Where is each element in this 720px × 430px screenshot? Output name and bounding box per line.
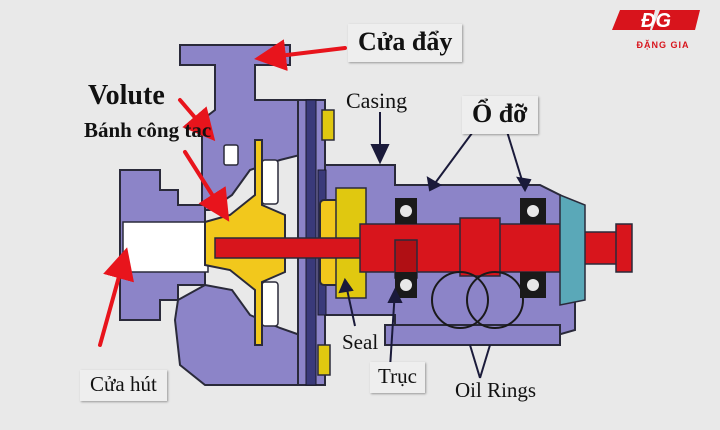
label-arrows xyxy=(98,39,347,347)
label-volute: Volute xyxy=(88,80,165,111)
label-banh-cong-tac: Bánh công tac xyxy=(84,118,212,142)
logo-tagline: ĐẶNG GIA xyxy=(636,40,690,50)
logo-letters: ĐG xyxy=(641,10,671,32)
label-casing: Casing xyxy=(346,88,408,113)
volute-casing xyxy=(119,44,576,386)
suction-bore xyxy=(122,221,209,273)
label-o-do: Ổ đỡ xyxy=(462,96,538,134)
oil-rings xyxy=(431,271,524,329)
shaft xyxy=(214,217,633,279)
label-truc: Trục xyxy=(370,362,425,393)
label-cua-hut: Cửa hút xyxy=(80,370,167,401)
label-oil-rings: Oil Rings xyxy=(455,378,537,402)
label-seal: Seal xyxy=(342,330,379,354)
bearing-cap xyxy=(559,193,586,306)
bolts xyxy=(317,109,335,376)
dang-gia-logo: ĐG xyxy=(612,10,700,32)
callout-arrows xyxy=(338,112,532,379)
label-cua-day: Cửa đẩy xyxy=(348,24,463,62)
bearings xyxy=(395,198,546,298)
